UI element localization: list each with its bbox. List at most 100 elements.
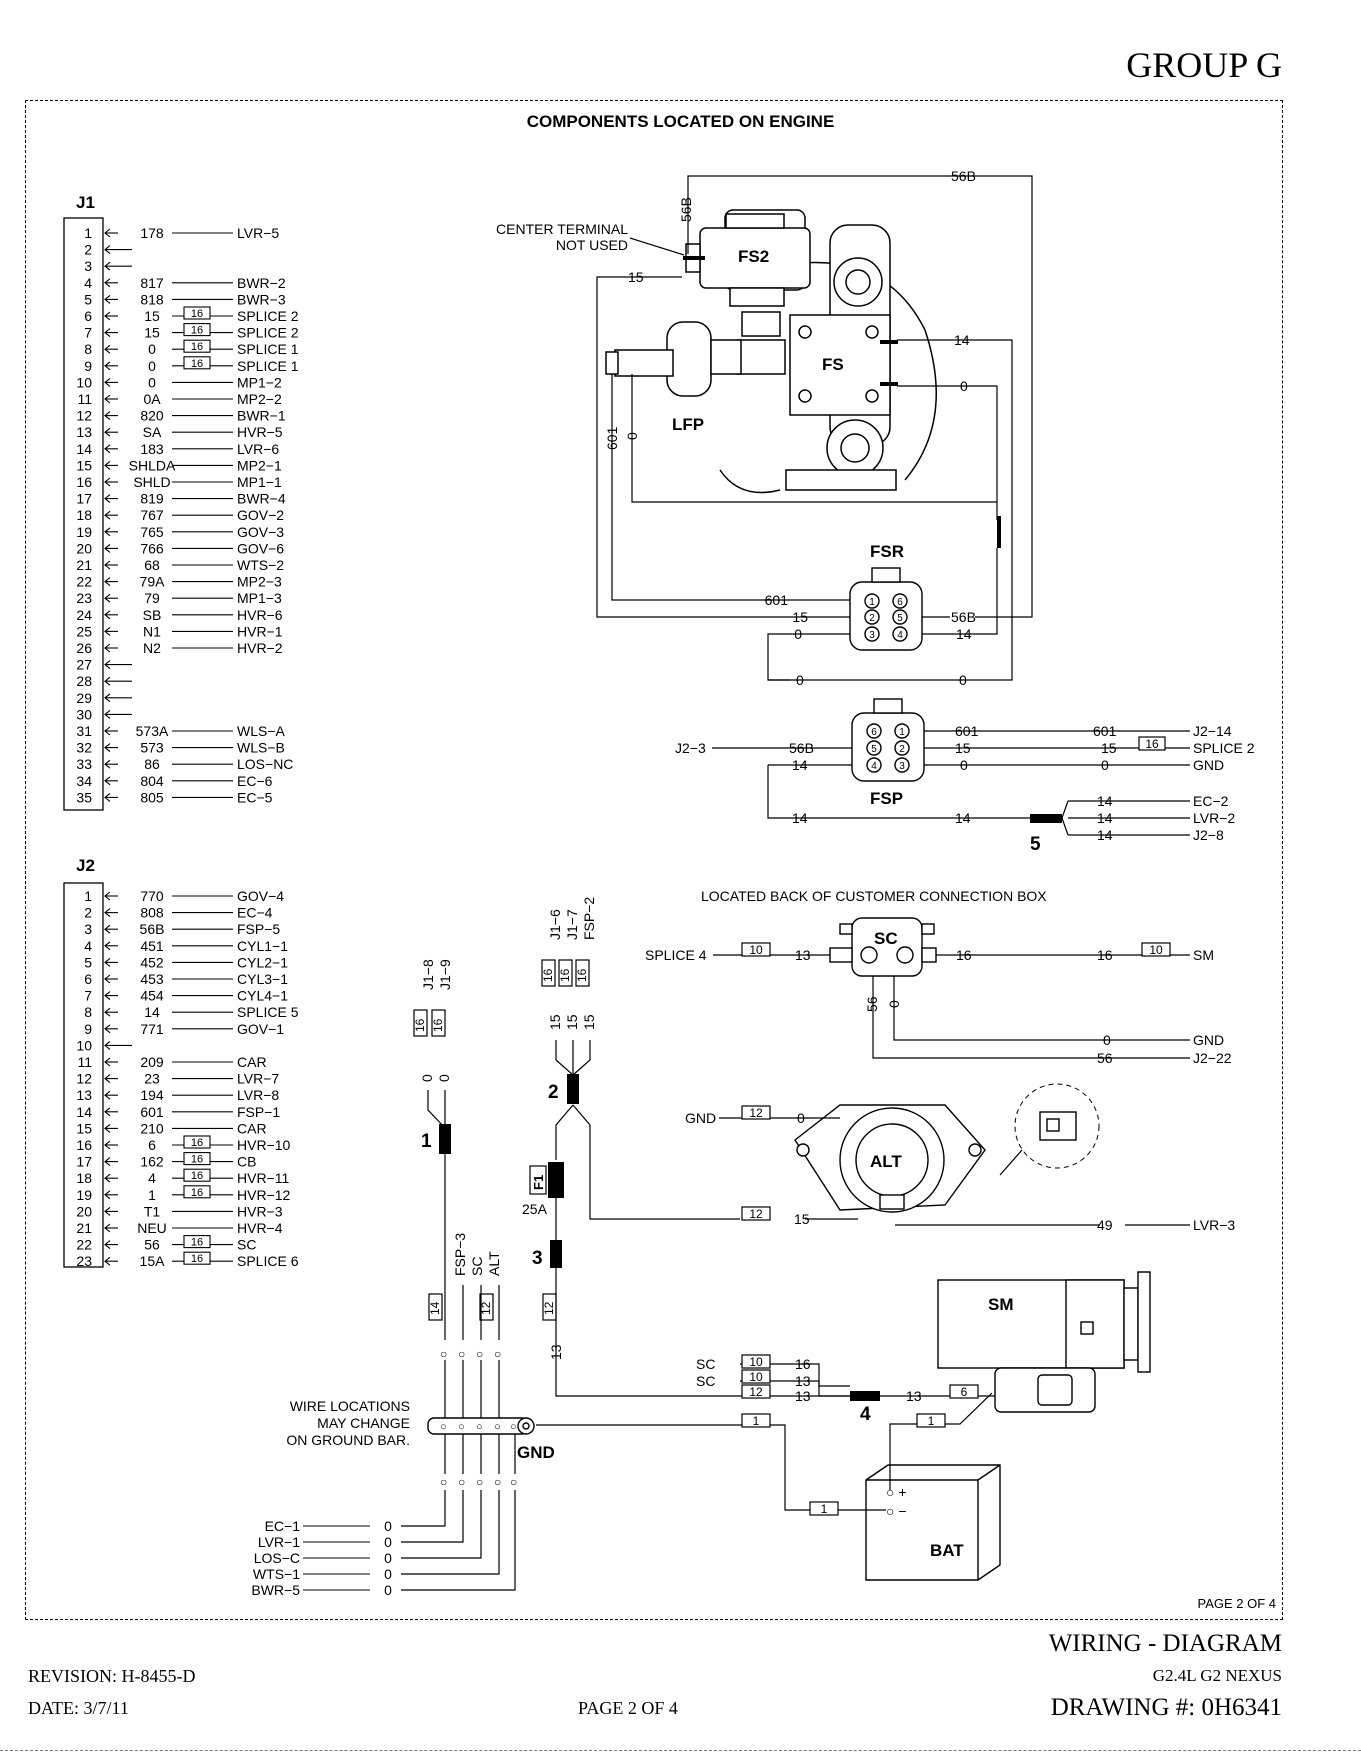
svg-text:EC−2: EC−2	[1193, 793, 1229, 809]
j2-pin-number: 9	[84, 1021, 92, 1037]
j2-gauge-label: 16	[191, 1253, 203, 1265]
j1-wire-number: 0	[148, 358, 156, 374]
j2-destination: GOV−4	[237, 888, 284, 904]
svg-text:0: 0	[796, 672, 804, 688]
svg-text:0: 0	[419, 1074, 435, 1082]
svg-text:56B: 56B	[789, 740, 814, 756]
svg-text:0: 0	[959, 672, 967, 688]
j2-wire-number: 453	[140, 971, 164, 987]
ground-wire-number: 0	[384, 1518, 392, 1534]
j1-pin-number: 17	[76, 491, 92, 507]
svg-text:ALT: ALT	[486, 1251, 502, 1276]
j1-destination: SPLICE 1	[237, 341, 299, 357]
svg-text:16: 16	[541, 968, 555, 982]
svg-text:14: 14	[792, 810, 808, 826]
j1-destination: LOS−NC	[237, 756, 293, 772]
svg-text:○: ○	[476, 1475, 483, 1489]
svg-text:2: 2	[869, 613, 875, 624]
svg-text:601: 601	[955, 723, 979, 739]
svg-text:16: 16	[558, 968, 572, 982]
fsp-label: FSP	[870, 789, 903, 808]
svg-text:10: 10	[749, 943, 763, 957]
j2-wire-number: 771	[140, 1021, 164, 1037]
j1-wire-number: SHLDA	[129, 457, 176, 473]
j2-gauge-label: 16	[191, 1137, 203, 1149]
svg-text:1: 1	[753, 1414, 760, 1428]
ground-wire-destination: WTS−1	[253, 1566, 300, 1582]
svg-text:16: 16	[575, 968, 589, 982]
svg-text:14: 14	[956, 626, 972, 642]
svg-text:10: 10	[749, 1355, 763, 1369]
j1-pin-number: 9	[84, 358, 92, 374]
j1-pin-number: 34	[76, 773, 92, 789]
svg-text:SC: SC	[469, 1257, 485, 1276]
j1-gauge-label: 16	[191, 358, 203, 370]
j2-destination: FSP−5	[237, 921, 280, 937]
svg-text:GND: GND	[1193, 757, 1224, 773]
j2-destination: HVR−4	[237, 1220, 283, 1236]
splice-5-label: 5	[1030, 834, 1041, 855]
j1-pin-row: 3	[84, 258, 132, 274]
j1-destination: BWR−1	[237, 408, 286, 424]
j2-wire-number: 210	[140, 1120, 164, 1136]
j2-destination: HVR−12	[237, 1187, 291, 1203]
splice-1-marker	[439, 1124, 451, 1154]
svg-text:6: 6	[961, 1385, 968, 1399]
j1-connector-box	[63, 217, 104, 811]
j2-destination: GOV−1	[237, 1021, 284, 1037]
svg-text:○: ○	[440, 1475, 447, 1489]
j1-wire-number: 804	[140, 773, 164, 789]
svg-text:56: 56	[1097, 1050, 1113, 1066]
j2-gauge-label: 16	[191, 1170, 203, 1182]
j1-wire-number: SA	[143, 424, 162, 440]
svg-text:0: 0	[797, 1110, 805, 1126]
revision-line: REVISION: H-8455-D	[28, 1666, 196, 1686]
svg-text:14: 14	[428, 1301, 442, 1315]
j2-pin-number: 3	[84, 921, 92, 937]
j2-pin-number: 20	[76, 1203, 92, 1219]
svg-text:601: 601	[765, 592, 789, 608]
j2-pin-number: 5	[84, 954, 92, 970]
page-label-inner: PAGE 2 OF 4	[1197, 1596, 1276, 1611]
alternator	[794, 1104, 986, 1213]
wire-56b-vertical: 56B	[678, 197, 694, 222]
j2-wire-number: 770	[140, 888, 164, 904]
j1-pin-number: 26	[76, 640, 92, 656]
j1-pin-number: 27	[76, 657, 92, 673]
center-terminal-leader	[629, 237, 685, 256]
fsr-wires	[768, 599, 955, 681]
bat-label: BAT	[930, 1541, 964, 1560]
j1-pin-row: 2	[84, 242, 132, 258]
fsr-label: FSR	[870, 542, 904, 561]
svg-text:12: 12	[542, 1301, 556, 1315]
j2-destination: SPLICE 5	[237, 1004, 299, 1020]
j1-pin-number: 6	[84, 308, 92, 324]
svg-text:15: 15	[581, 1014, 597, 1030]
j1-gauge-box	[183, 323, 211, 337]
j2-gauge-label: 16	[191, 1237, 203, 1249]
j1-pin-number: 21	[76, 557, 92, 573]
splice-2-label: 2	[548, 1082, 559, 1103]
model-line: G2.4L G2 NEXUS	[1152, 1666, 1282, 1685]
j2-wire-number: NEU	[137, 1220, 167, 1236]
svg-text:LVR−2: LVR−2	[1193, 810, 1235, 826]
ground-bar-wires	[401, 1360, 516, 1591]
j2-wire-number: 194	[140, 1087, 164, 1103]
svg-text:1: 1	[899, 727, 905, 738]
j1-destination: EC−6	[237, 773, 273, 789]
j2-destination: CYL3−1	[237, 971, 288, 987]
j2-pin-number: 14	[76, 1104, 92, 1120]
